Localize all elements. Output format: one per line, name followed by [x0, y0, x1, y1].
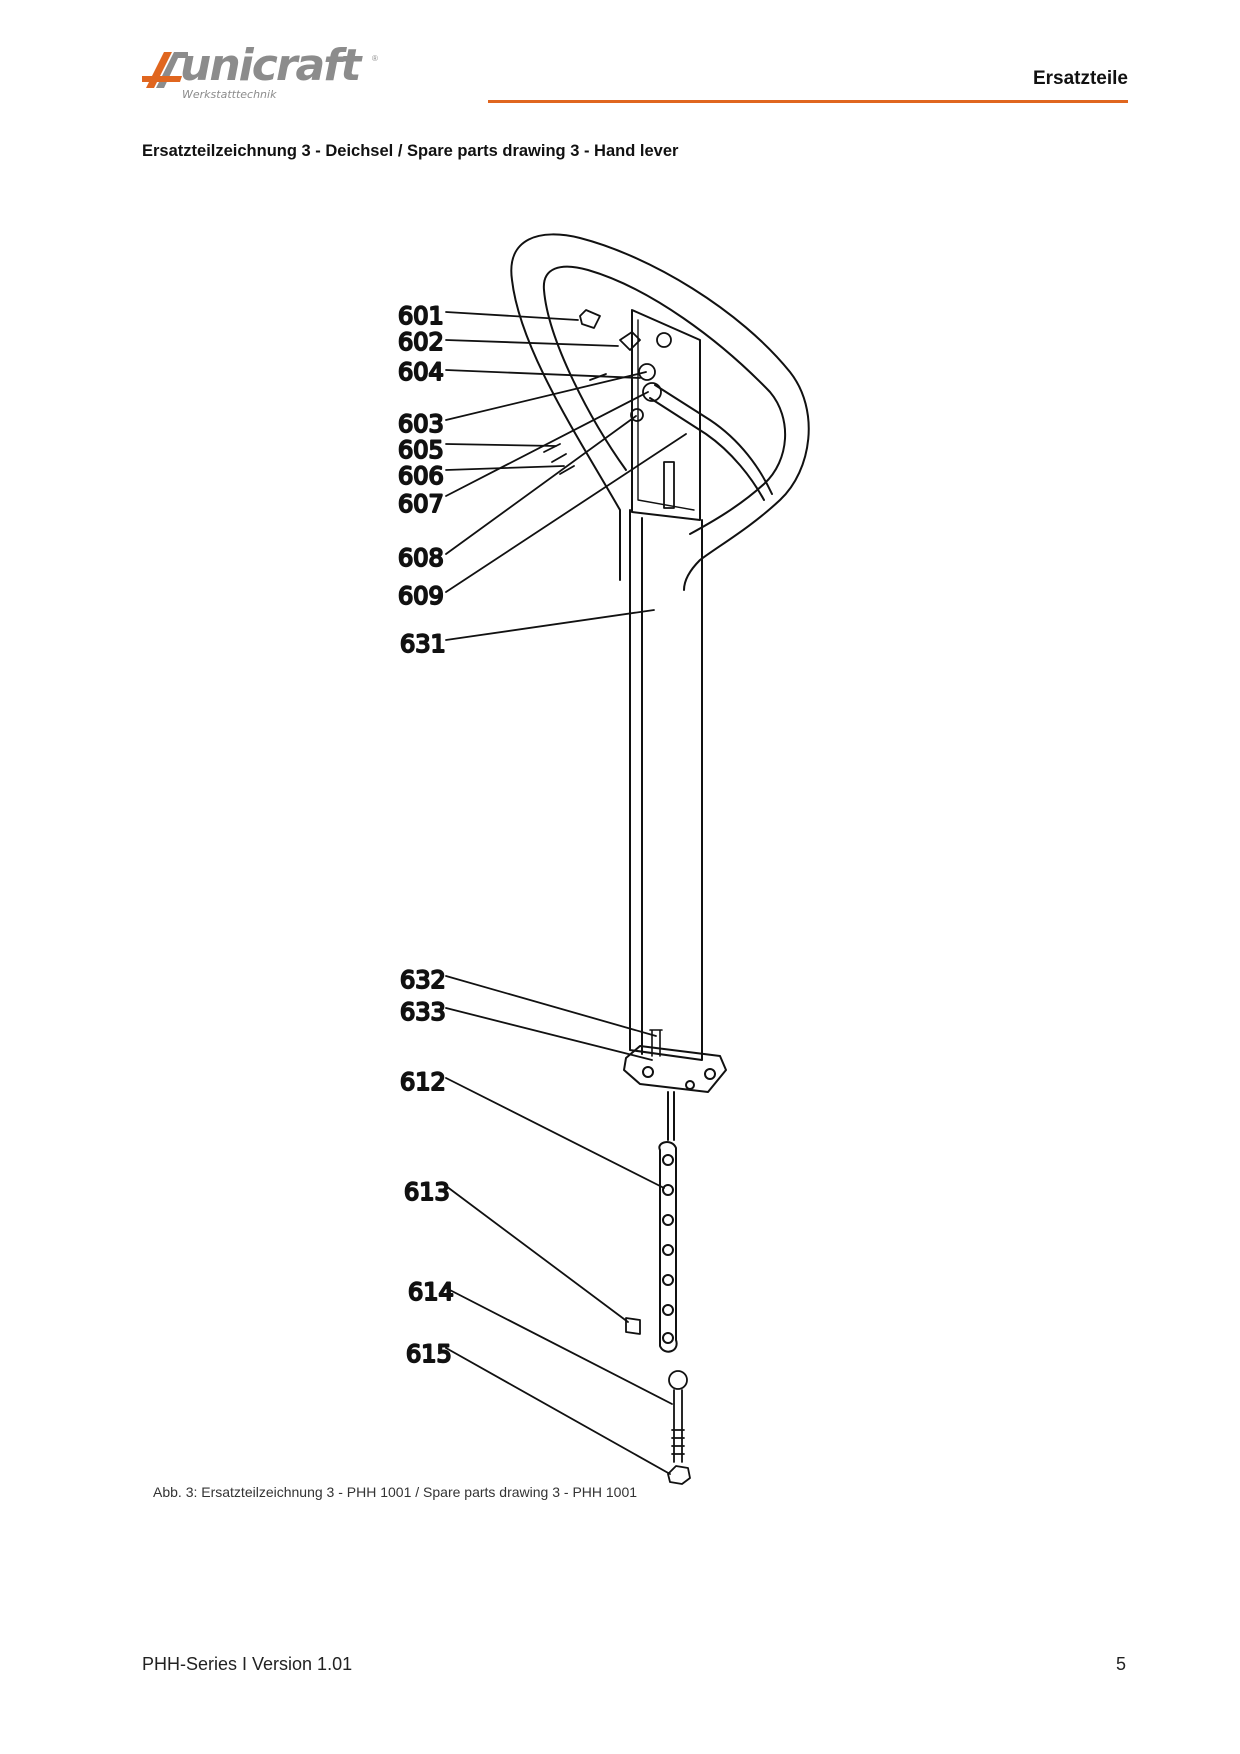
handle-loop-inner — [542, 265, 787, 535]
pull-rod — [667, 1091, 675, 1141]
footer-document-version: PHH-Series I Version 1.01 — [142, 1654, 353, 1674]
handle-loop-outer — [510, 233, 810, 591]
unicraft-logo: unicraft ® Werkstatttechnik — [142, 42, 382, 106]
control-lever — [649, 384, 773, 501]
part-label-614: 614 — [408, 1278, 454, 1306]
part-label-615: 615 — [406, 1340, 452, 1368]
part-label-613: 613 — [404, 1178, 450, 1206]
header-section-title: Ersatzteile — [1032, 68, 1128, 89]
part-label-612: 612 — [400, 1068, 446, 1096]
part-label-608: 608 — [398, 544, 444, 572]
nut-615 — [667, 1465, 691, 1485]
page-title: Ersatzteilzeichnung 3 - Deichsel / Spare… — [142, 142, 679, 160]
logo-mark-icon — [142, 52, 188, 88]
part-label-606: 606 — [398, 462, 444, 490]
part-label-633: 633 — [400, 998, 446, 1026]
logo-registered-mark: ® — [372, 54, 378, 63]
footer-page-number: 5 — [1115, 1654, 1126, 1674]
part-label-605: 605 — [398, 436, 444, 464]
part-label-604: 604 — [398, 358, 444, 386]
part-label-609: 609 — [398, 582, 444, 610]
leader-lines — [445, 311, 687, 1475]
eye-bolt-614 — [668, 1370, 688, 1463]
logo-wordmark: unicraft — [180, 40, 361, 91]
part-label-602: 602 — [398, 328, 444, 356]
header-divider — [488, 100, 1128, 103]
part-label-603: 603 — [398, 410, 444, 438]
part-label-607: 607 — [398, 490, 444, 518]
base-plate — [623, 1045, 727, 1093]
part-label-632: 632 — [400, 966, 446, 994]
head-small-parts — [543, 309, 675, 509]
part-number-labels: 601 602 604 603 605 606 607 608 609 631 … — [397, 301, 455, 1369]
main-tube — [629, 509, 703, 1061]
part-label-601: 601 — [398, 302, 444, 330]
figure-caption: Abb. 3: Ersatzteilzeichnung 3 - PHH 1001… — [153, 1484, 638, 1500]
pin-613 — [625, 1317, 641, 1335]
part-label-631: 631 — [400, 630, 446, 658]
chain — [658, 1141, 678, 1353]
logo-tagline: Werkstatttechnik — [182, 88, 277, 101]
